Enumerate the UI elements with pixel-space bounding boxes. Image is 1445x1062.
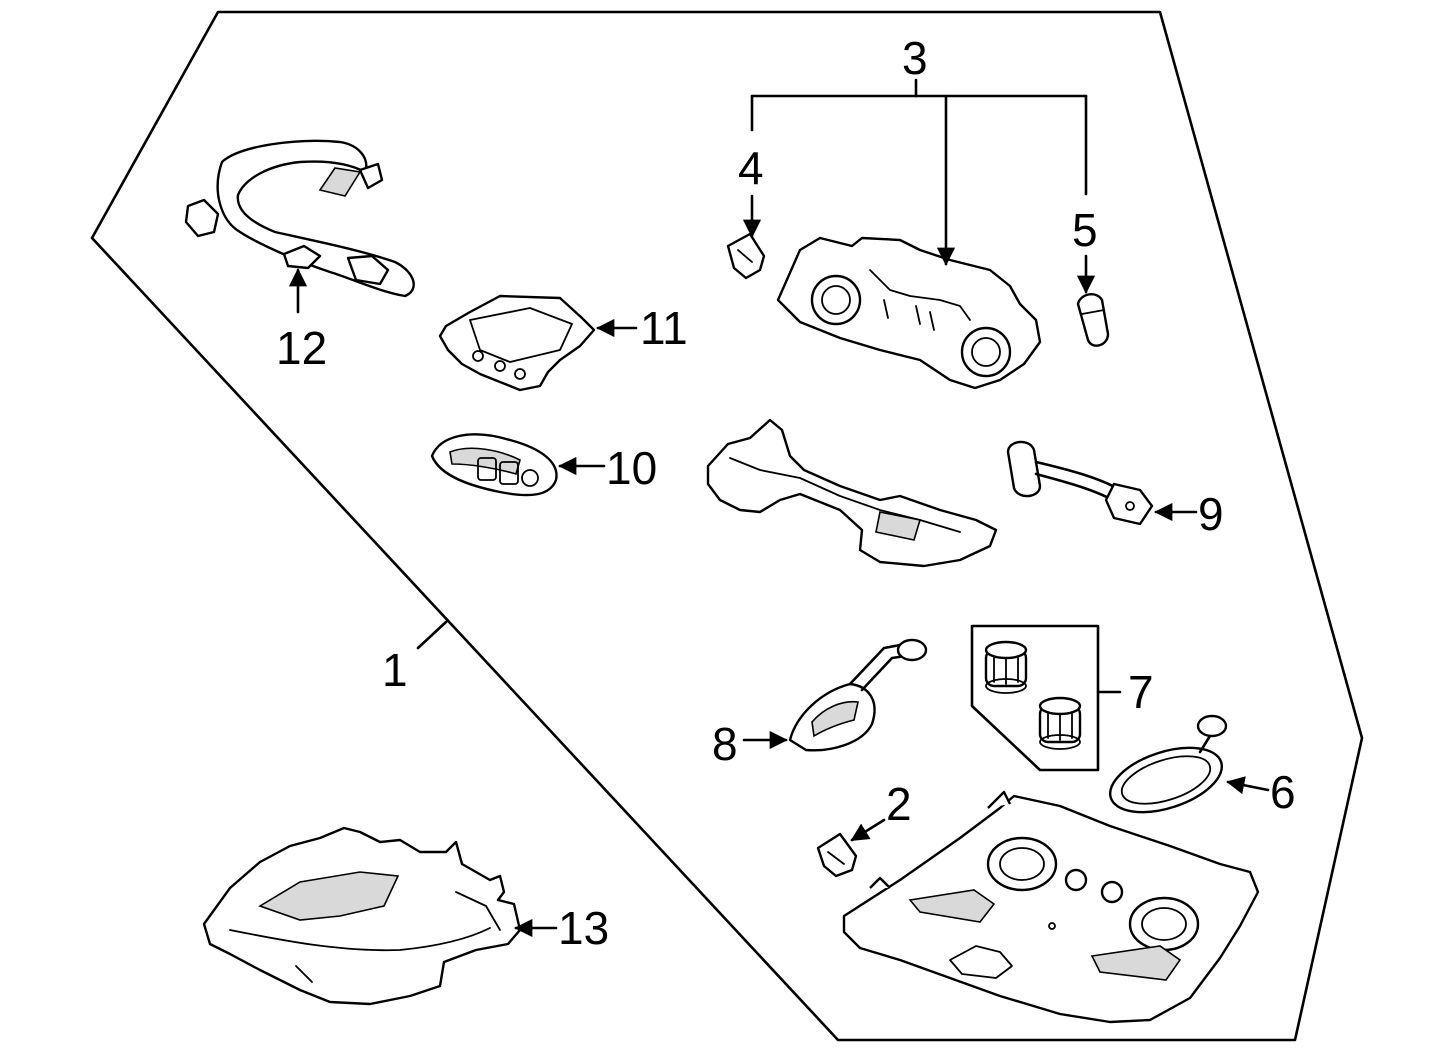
part-2-clip[interactable] — [816, 832, 858, 878]
callout-13: 13 — [558, 902, 609, 954]
leader-2 — [850, 818, 886, 842]
leader-6 — [1226, 776, 1270, 795]
callout-1: 1 — [382, 644, 408, 696]
callout-9: 9 — [1198, 488, 1224, 540]
callout-5: 5 — [1072, 204, 1098, 256]
knob-2 — [1038, 696, 1082, 750]
callout-7: 7 — [1128, 666, 1154, 718]
callout-8: 8 — [712, 718, 738, 770]
part-5-bulb[interactable] — [1076, 293, 1110, 347]
part-7-knob-set[interactable] — [970, 624, 1100, 772]
console-housing[interactable] — [842, 790, 1260, 1024]
leader-1 — [416, 620, 448, 650]
part-4-clip[interactable] — [726, 232, 766, 280]
leader-3-group — [750, 78, 1088, 266]
part-9-socket-wire[interactable] — [1006, 440, 1154, 526]
callout-6: 6 — [1270, 766, 1296, 818]
assembly-boundary — [90, 10, 1364, 1042]
callout-2: 2 — [886, 778, 912, 830]
callout-12: 12 — [276, 322, 327, 374]
center-bracket[interactable] — [706, 418, 998, 568]
callout-10: 10 — [606, 442, 657, 494]
part-13-overhead-panel[interactable] — [202, 826, 522, 1006]
part-6-lens[interactable] — [1102, 714, 1230, 825]
callout-3: 3 — [902, 32, 928, 84]
part-12-wiring-harness[interactable] — [184, 139, 415, 298]
part-10-switch[interactable] — [430, 433, 558, 497]
part-11-bracket[interactable] — [438, 294, 596, 392]
knob-1 — [984, 640, 1028, 694]
callout-4: 4 — [738, 142, 764, 194]
part-3-lamp-housing[interactable] — [776, 236, 1042, 390]
callout-11: 11 — [640, 302, 688, 354]
part-8-reading-lamp[interactable] — [788, 638, 928, 752]
